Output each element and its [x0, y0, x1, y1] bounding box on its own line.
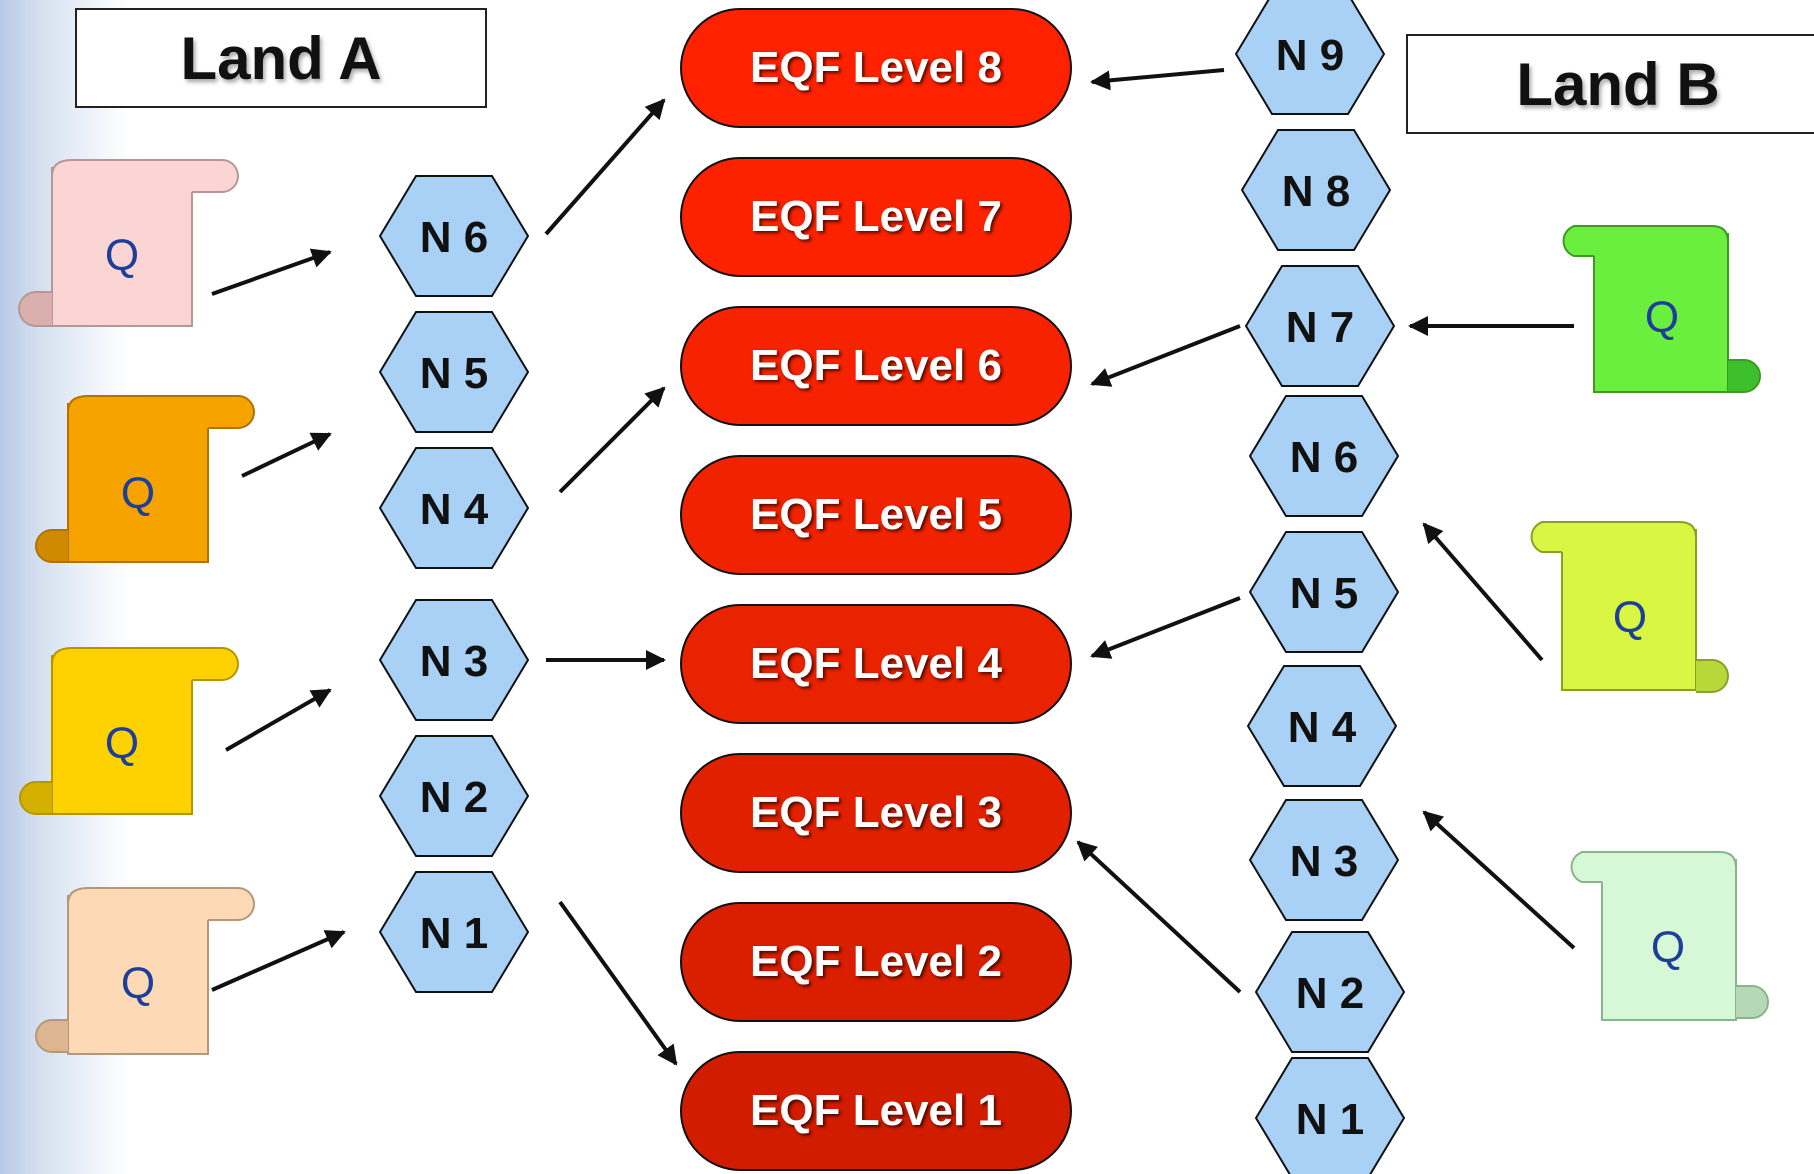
land-b-hexagon-n9: N 9	[1234, 0, 1386, 115]
eqf-level-5: EQF Level 5	[680, 455, 1072, 575]
arrow-n6-to-eqf8	[544, 98, 666, 236]
land-a-title: Land A	[75, 8, 487, 108]
hex-label: N 3	[420, 637, 488, 686]
land-a-hexagon-n2: N 2	[378, 735, 530, 857]
hex-label: N 1	[1296, 1095, 1364, 1144]
eqf-level-7: EQF Level 7	[680, 157, 1072, 277]
land-a-hexagon-n4: N 4	[378, 447, 530, 569]
land-b-hexagon-n1: N 1	[1254, 1057, 1406, 1174]
land-a-hexagon-n6: N 6	[378, 175, 530, 297]
hex-label: N 4	[420, 485, 489, 534]
land-b-hexagon-n4: N 4	[1246, 665, 1398, 787]
land-b-hexagon-n5: N 5	[1248, 531, 1400, 653]
arrow-bn9-to-eqf8	[1090, 68, 1225, 91]
land-b-hexagon-n2: N 2	[1254, 931, 1406, 1053]
arrow-n4-to-eqf6	[558, 386, 666, 494]
q-label: Q	[105, 719, 139, 768]
arrow-qa1-to-n6	[211, 248, 332, 296]
hex-label: N 6	[1290, 433, 1358, 482]
q-label: Q	[105, 231, 139, 280]
arrow-n1-to-eqf1	[558, 900, 678, 1066]
arrow-qa2-to-n5	[241, 432, 332, 478]
eqf-level-4: EQF Level 4	[680, 604, 1072, 724]
arrow-qb3-to-bn3	[1422, 810, 1576, 950]
hex-label: N 9	[1276, 31, 1344, 80]
land-a-hexagon-n3: N 3	[378, 599, 530, 721]
hex-label: N 2	[1296, 969, 1364, 1018]
q-label: Q	[1651, 923, 1685, 972]
land-b-scroll-2: Q	[1530, 521, 1729, 693]
hex-label: N 1	[420, 909, 488, 958]
hex-label: N 4	[1288, 703, 1357, 752]
arrow-bn7-to-eqf6	[1090, 324, 1241, 387]
land-a-scroll-3: Q	[19, 647, 239, 815]
arrow-bn5-to-eqf4	[1090, 596, 1241, 659]
arrow-qa4-to-n1	[211, 930, 346, 992]
eqf-level-1: EQF Level 1	[680, 1051, 1072, 1171]
eqf-level-6: EQF Level 6	[680, 306, 1072, 426]
hex-label: N 3	[1290, 837, 1358, 886]
q-label: Q	[121, 959, 155, 1008]
land-a-hexagon-n1: N 1	[378, 871, 530, 993]
hex-label: N 5	[420, 349, 488, 398]
arrow-qa3-to-n3	[225, 688, 332, 752]
land-b-scroll-1: Q	[1562, 225, 1761, 393]
hex-label: N 7	[1286, 303, 1354, 352]
q-label: Q	[1645, 293, 1679, 342]
land-b-hexagon-n8: N 8	[1240, 129, 1392, 251]
land-a-scroll-4: Q	[35, 887, 255, 1055]
hex-label: N 2	[420, 773, 488, 822]
land-b-hexagon-n3: N 3	[1248, 799, 1400, 921]
land-a-hexagon-n5: N 5	[378, 311, 530, 433]
land-b-hexagon-n7: N 7	[1244, 265, 1396, 387]
land-b-title: Land B	[1406, 34, 1814, 134]
hex-label: N 8	[1282, 167, 1350, 216]
hex-label: N 6	[420, 213, 488, 262]
land-a-scroll-2: Q	[35, 395, 255, 563]
land-b-scroll-3: Q	[1570, 851, 1769, 1021]
eqf-level-2: EQF Level 2	[680, 902, 1072, 1022]
eqf-level-8: EQF Level 8	[680, 8, 1072, 128]
land-b-hexagon-n6: N 6	[1248, 395, 1400, 517]
arrow-qb2-to-bn6	[1422, 522, 1544, 662]
q-label: Q	[1613, 593, 1647, 642]
arrow-bn2-to-eqf3	[1076, 840, 1242, 994]
land-a-scroll-1: Q	[18, 159, 239, 327]
eqf-level-3: EQF Level 3	[680, 753, 1072, 873]
hex-label: N 5	[1290, 569, 1358, 618]
q-label: Q	[121, 469, 155, 518]
